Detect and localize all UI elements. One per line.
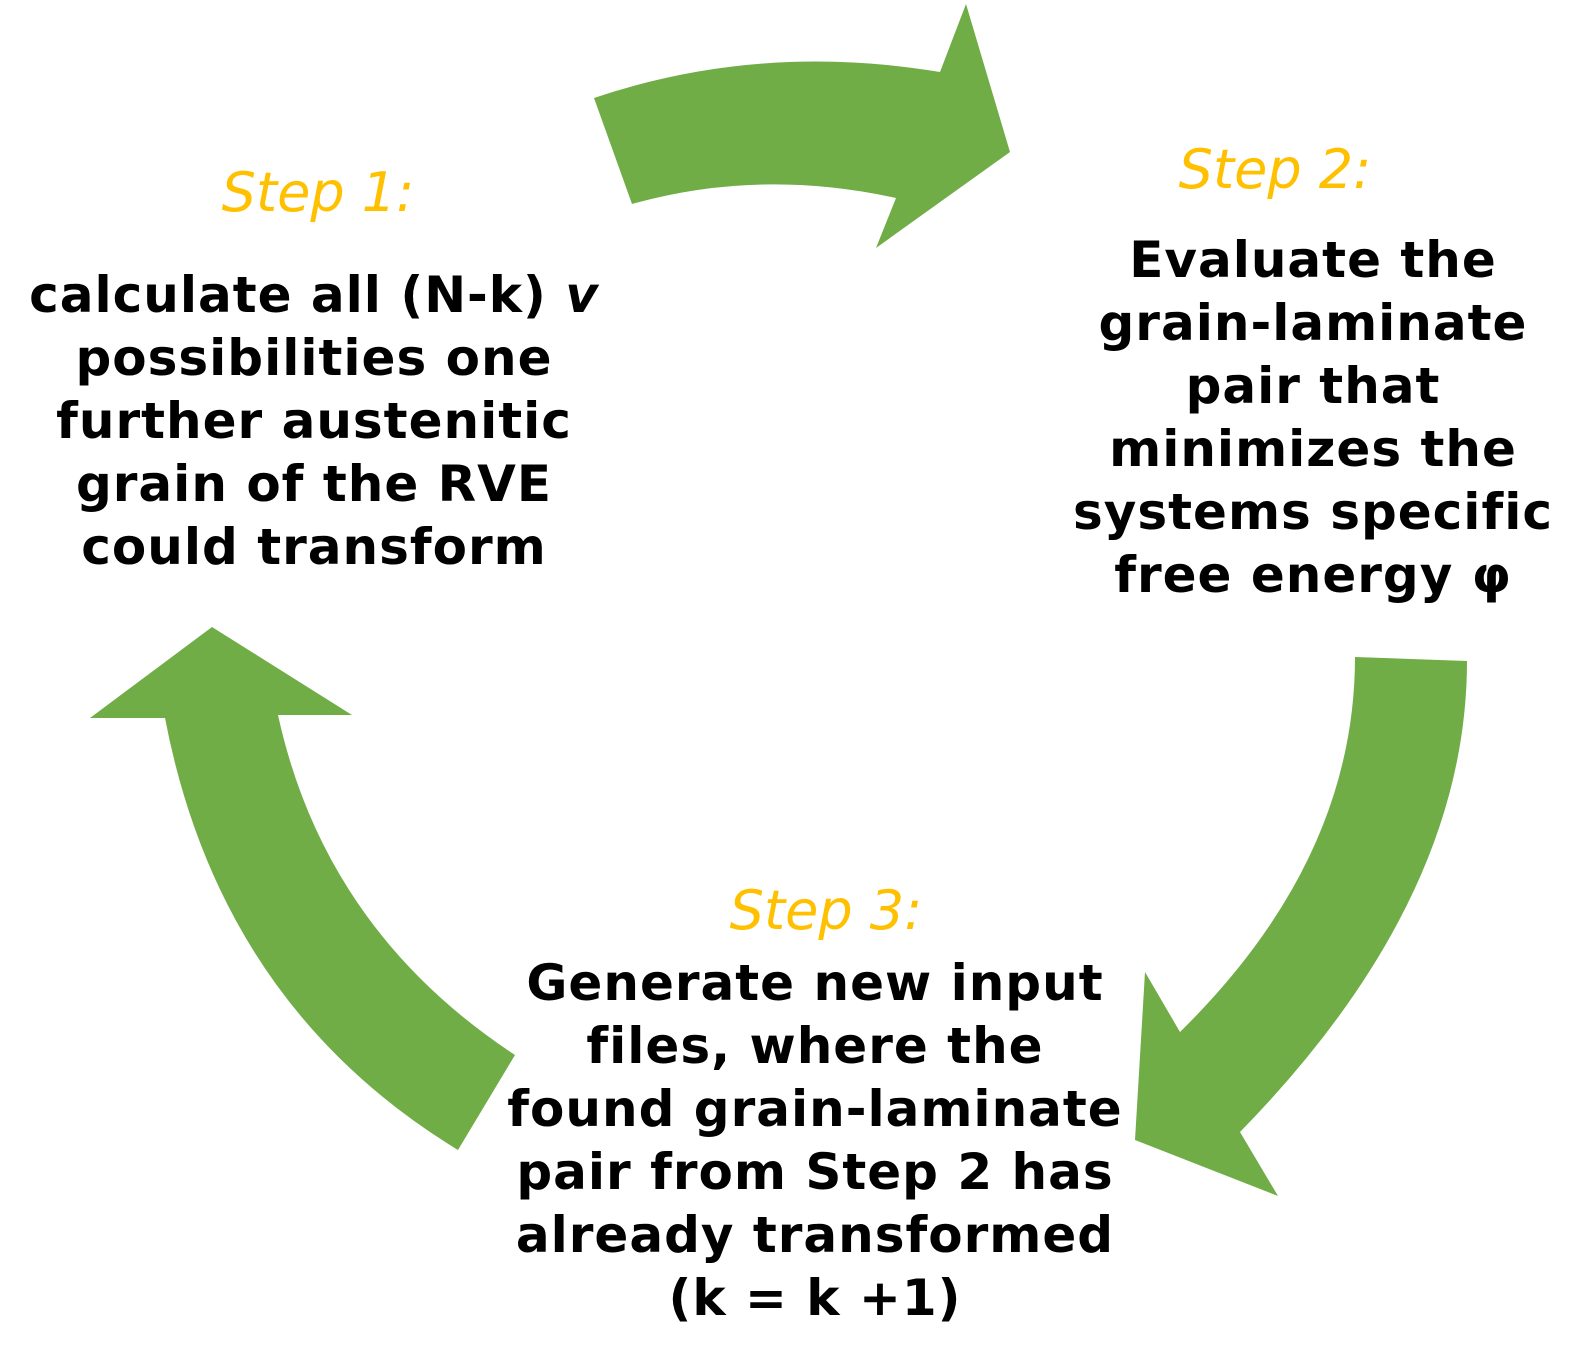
arrow-step1-to-step2 <box>594 4 1010 248</box>
step-2-line-1: Evaluate the <box>1129 231 1497 289</box>
step-1-line-5: could transform <box>81 518 547 576</box>
step-2-line-2: grain-laminate <box>1098 294 1528 352</box>
step-3-line-2: files, where the <box>586 1017 1044 1075</box>
step-1-title: Step 1: <box>221 161 415 224</box>
step-3-line-3: found grain-laminate <box>507 1080 1123 1138</box>
step-1-description: calculate all (N-k) v possibilities one … <box>29 264 599 579</box>
step-2-line-3: pair that <box>1185 357 1441 415</box>
step-3-title: Step 3: <box>729 879 923 942</box>
step-1-line-1-text: calculate all (N-k) <box>29 266 547 324</box>
step-3-line-4: pair from Step 2 has <box>516 1143 1114 1201</box>
arrow-step2-to-step3 <box>1135 657 1467 1196</box>
step-3-line-1: Generate new input <box>526 954 1104 1012</box>
arrow-step3-to-step1 <box>90 627 515 1150</box>
step-1-line-3: further austenitic <box>56 392 572 450</box>
step-3-line-5: already transformed <box>515 1206 1115 1264</box>
step-1-line-2: possibilities one <box>75 329 553 387</box>
step-1-line-1: calculate all (N-k) v <box>29 264 599 327</box>
step-3-line-6: (k = k +1) <box>668 1269 962 1327</box>
step-2-title: Step 2: <box>1178 138 1372 201</box>
step-2-line-6: free energy φ <box>1114 546 1512 604</box>
step-1-line-4: grain of the RVE <box>75 455 552 513</box>
step-2-description: Evaluate the grain-laminate pair that mi… <box>1073 229 1553 607</box>
step-2-line-4: minimizes the <box>1109 420 1517 478</box>
step-3-description: Generate new input files, where the foun… <box>507 952 1122 1330</box>
step-1-variable-v: v <box>565 266 599 324</box>
step-2-line-5: systems specific <box>1073 483 1553 541</box>
